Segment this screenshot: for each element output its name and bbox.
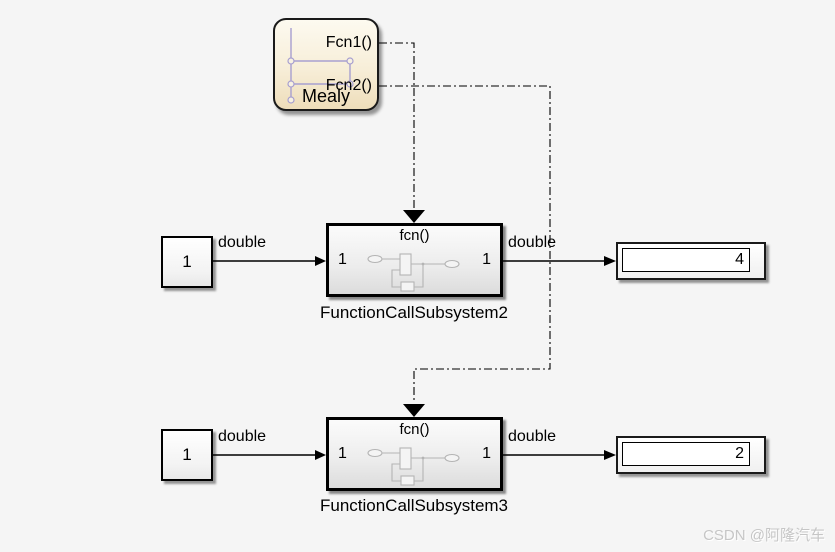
input-port-label: 1 bbox=[338, 445, 347, 462]
signal-datatype-label: double bbox=[218, 234, 267, 251]
output-port-label: 1 bbox=[482, 445, 491, 462]
display-block-row1[interactable]: 4 bbox=[616, 242, 766, 280]
state-machine-icon bbox=[287, 28, 354, 104]
constant-block-row2[interactable]: 1 bbox=[161, 429, 213, 481]
chart-output-event-fcn1: Fcn1() bbox=[325, 34, 372, 51]
stateflow-chart-mealy[interactable]: Fcn1() Fcn2() Mealy bbox=[273, 18, 379, 111]
function-call-subsystem3-block[interactable]: fcn() 1 1 bbox=[326, 417, 503, 491]
signal-datatype-label: double bbox=[218, 428, 267, 445]
trigger-port-arrow bbox=[403, 210, 425, 223]
display-value: 2 bbox=[622, 442, 750, 466]
display-value: 4 bbox=[622, 248, 750, 272]
subsystem3-name-label: FunctionCallSubsystem3 bbox=[319, 496, 509, 515]
trigger-port-arrow bbox=[403, 404, 425, 417]
wire-arrowhead bbox=[604, 256, 616, 266]
subsystem-contents-icon bbox=[367, 447, 460, 486]
input-port-label: 1 bbox=[338, 251, 347, 268]
constant-value: 1 bbox=[182, 445, 192, 464]
constant-block-row1[interactable]: 1 bbox=[161, 236, 213, 288]
chart-label: Mealy bbox=[301, 86, 350, 106]
output-port-label: 1 bbox=[482, 251, 491, 268]
display-block-row2[interactable]: 2 bbox=[616, 436, 766, 474]
trigger-port-label: fcn() bbox=[399, 421, 430, 438]
trigger-port-label: fcn() bbox=[399, 227, 430, 244]
constant-value: 1 bbox=[182, 252, 192, 271]
function-call-wire-fcn1-to-subsystem2[interactable] bbox=[379, 42, 415, 209]
subsystem-contents-icon bbox=[367, 253, 460, 292]
wire-arrowhead bbox=[604, 450, 616, 460]
signal-datatype-label: double bbox=[508, 428, 557, 445]
subsystem2-name-label: FunctionCallSubsystem2 bbox=[319, 303, 509, 322]
wire-arrowhead bbox=[315, 256, 326, 266]
chart-output-event-fcn2: Fcn2() bbox=[325, 77, 372, 94]
watermark-text: CSDN @阿隆汽车 bbox=[703, 527, 825, 544]
wire-arrowhead bbox=[315, 450, 326, 460]
function-call-wire-fcn2-to-subsystem3[interactable] bbox=[379, 85, 551, 403]
function-call-subsystem2-block[interactable]: fcn() 1 1 bbox=[326, 223, 503, 297]
signal-datatype-label: double bbox=[508, 234, 557, 251]
